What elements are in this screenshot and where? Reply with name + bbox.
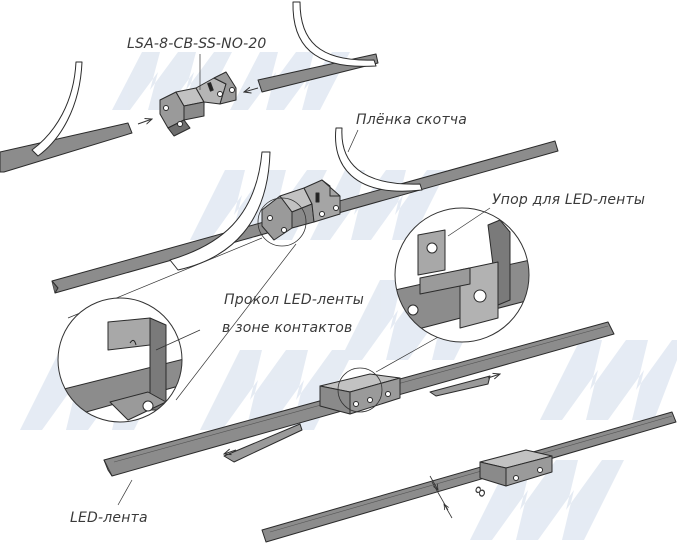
label-tape-film: Плёнка скотча (356, 112, 468, 128)
label-pierce-2: в зоне контактов (222, 320, 353, 336)
dimension-width (429, 475, 453, 519)
scene-1-arrows (137, 88, 259, 124)
lower-tape-right (429, 375, 491, 397)
detail-circle-right (394, 207, 530, 343)
leader-right (375, 335, 441, 373)
label-model: LSA-8-CB-SS-NO-20 (127, 36, 267, 52)
connector-bottom (479, 449, 553, 487)
label-leaders (117, 54, 491, 506)
left-strip-top (0, 122, 133, 173)
right-tape-curl (292, 1, 377, 67)
detail-marker-left (257, 197, 307, 247)
connector-lower (319, 373, 401, 415)
label-stop: Упор для LED-ленты (492, 192, 646, 208)
detail-marker-right (337, 367, 383, 413)
lower-tape-left (223, 423, 303, 463)
label-led-strip: LED-лента (70, 510, 148, 526)
middle-tape-right (335, 127, 423, 192)
connector-top (159, 71, 237, 137)
scene-3-arrows (224, 374, 500, 454)
label-pierce-1: Прокол LED-ленты (224, 292, 365, 308)
scene-4-strip (261, 411, 677, 543)
leader-left-2 (175, 243, 297, 401)
middle-tape-left (169, 151, 271, 271)
detail-circle-left (57, 297, 183, 423)
left-tape-curl (31, 61, 83, 157)
connector-middle (261, 179, 341, 241)
scene-1-strips (0, 1, 379, 173)
